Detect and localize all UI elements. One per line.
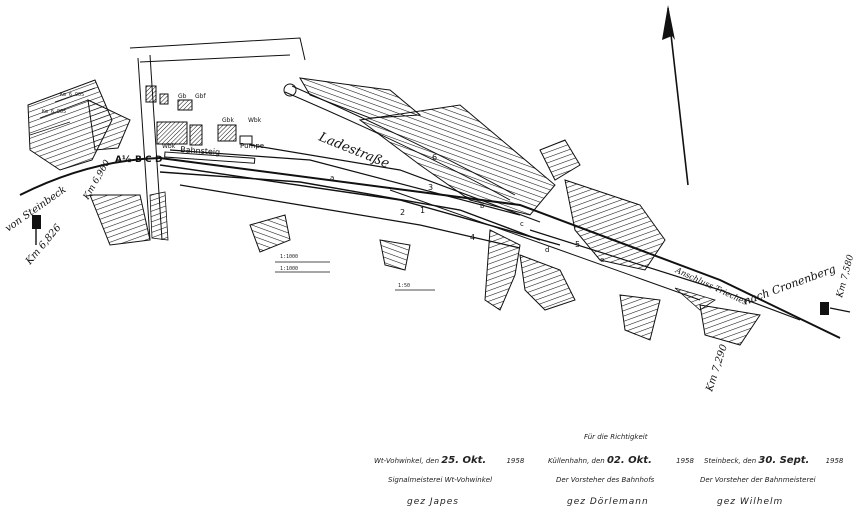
point-label-c: c — [520, 220, 524, 228]
signoff-date-1: 25. Okt. — [441, 455, 487, 466]
signoff-date-2: 02. Okt. — [606, 455, 652, 466]
north-arrow-icon — [662, 5, 689, 186]
track-label-1: 1 — [420, 206, 425, 215]
km-south-label: Km 7,290 — [704, 343, 730, 394]
signal-label-a: A½ — [115, 154, 131, 165]
small-note-5: 1:50 — [398, 283, 410, 289]
km-west-label: Km 6,826 — [23, 222, 64, 268]
signoff-year-2: 1958 — [676, 457, 694, 465]
point-label-d: d — [545, 246, 549, 254]
signal-label-b: B — [135, 155, 142, 165]
signoff-year-3: 1958 — [825, 457, 844, 465]
platform-label: Bahnsteig — [180, 145, 221, 157]
signoff-place-2: Küllenhahn, den — [548, 457, 605, 465]
signoff-name-1: gez Japes — [407, 497, 459, 507]
signal-label-d: D — [155, 155, 162, 165]
building-label-2: Gbk — [222, 117, 234, 124]
signoff-place-1: Wt-Vohwinkel, den — [374, 457, 440, 465]
building-label-5: Wbk — [248, 117, 262, 124]
point-label-e: e — [600, 256, 604, 264]
track-label-6: 6 — [432, 153, 437, 162]
signoff-office-2: Der Vorsteher des Bahnhofs — [556, 476, 655, 484]
embankment-hatching — [27, 77, 761, 346]
dimension-lines — [29, 87, 435, 291]
signoff-name-2: gez Dörlemann — [567, 497, 649, 507]
track-label-4: 4 — [470, 233, 475, 242]
point-label-b: b — [480, 202, 485, 210]
track-label-5: 5 — [575, 240, 580, 249]
building-label-1: Gbf — [195, 93, 206, 100]
signoff-year-1: 1958 — [506, 457, 525, 465]
signoff-office-3: Der Vorsteher der Bahnmeisterei — [700, 476, 816, 484]
station-buildings — [145, 85, 253, 146]
tracks — [19, 144, 841, 339]
point-label-a: a — [330, 174, 334, 182]
street-label: Ladestraße — [316, 129, 392, 171]
signoff-date-3: 30. Sept. — [758, 455, 810, 466]
km-east-label: Km 7,580 — [835, 254, 856, 300]
building-label-4: Gb — [178, 93, 187, 100]
signal-label-c: C — [145, 155, 152, 165]
signoff-place-3: Steinbeck, den — [704, 457, 757, 465]
small-note-4: 1:1000 — [280, 266, 298, 272]
signoff-name-3: gez Wilhelm — [717, 497, 784, 507]
small-note-2: Km 6.905 — [42, 109, 66, 115]
small-note-1: Km 6.905 — [60, 92, 84, 98]
track-label-2: 2 — [400, 208, 405, 217]
small-note-3: 1:1000 — [280, 254, 298, 260]
building-label-3: Wbk — [162, 143, 176, 150]
to-direction-label: nach Cronenberg — [742, 262, 838, 307]
platform — [164, 151, 256, 164]
signoff-heading: Für die Richtigkeit — [584, 433, 648, 441]
signoff-office-1: Signalmeisterei Wt-Vohwinkel — [388, 476, 493, 484]
track-label-3: 3 — [428, 183, 433, 192]
signal-markers — [32, 215, 851, 315]
pump-label: Pumpe — [240, 142, 264, 150]
